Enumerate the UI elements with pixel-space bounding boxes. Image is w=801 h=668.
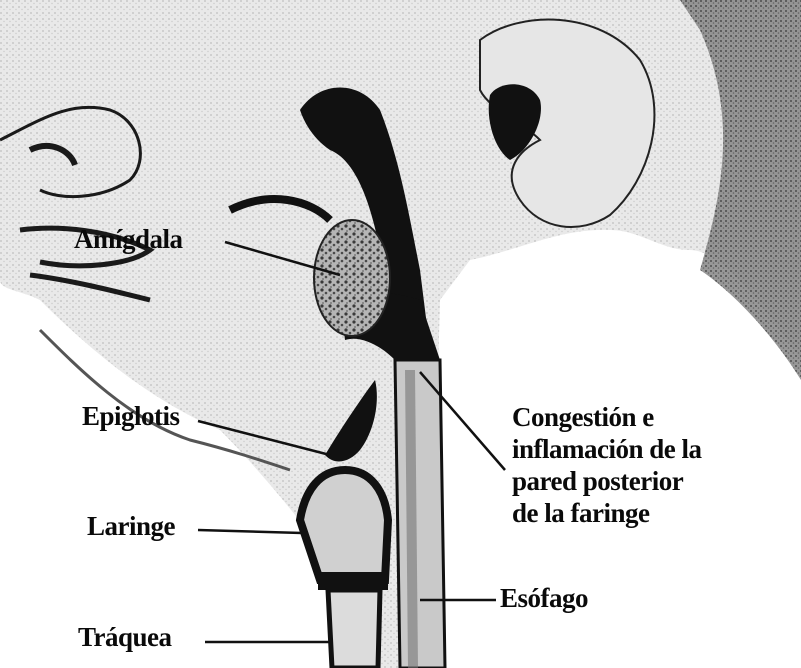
label-congestion-line-3: pared posterior: [512, 466, 752, 498]
label-congestion: Congestión e inflamación de la pared pos…: [512, 402, 752, 529]
label-traquea: Tráquea: [78, 624, 172, 651]
trachea: [328, 590, 380, 668]
label-congestion-line-2: inflamación de la: [512, 434, 752, 466]
tonsil: [314, 220, 390, 336]
larynx-ring: [318, 572, 388, 590]
label-amigdala: Amígdala: [74, 226, 183, 253]
label-congestion-line-1: Congestión e: [512, 402, 752, 434]
label-congestion-line-4: de la faringe: [512, 498, 752, 530]
label-laringe: Laringe: [87, 513, 175, 540]
label-esofago: Esófago: [500, 585, 588, 612]
leader-laringe: [198, 530, 302, 533]
esophagus: [395, 360, 445, 668]
larynx: [300, 470, 388, 580]
label-epiglotis: Epiglotis: [82, 403, 180, 430]
